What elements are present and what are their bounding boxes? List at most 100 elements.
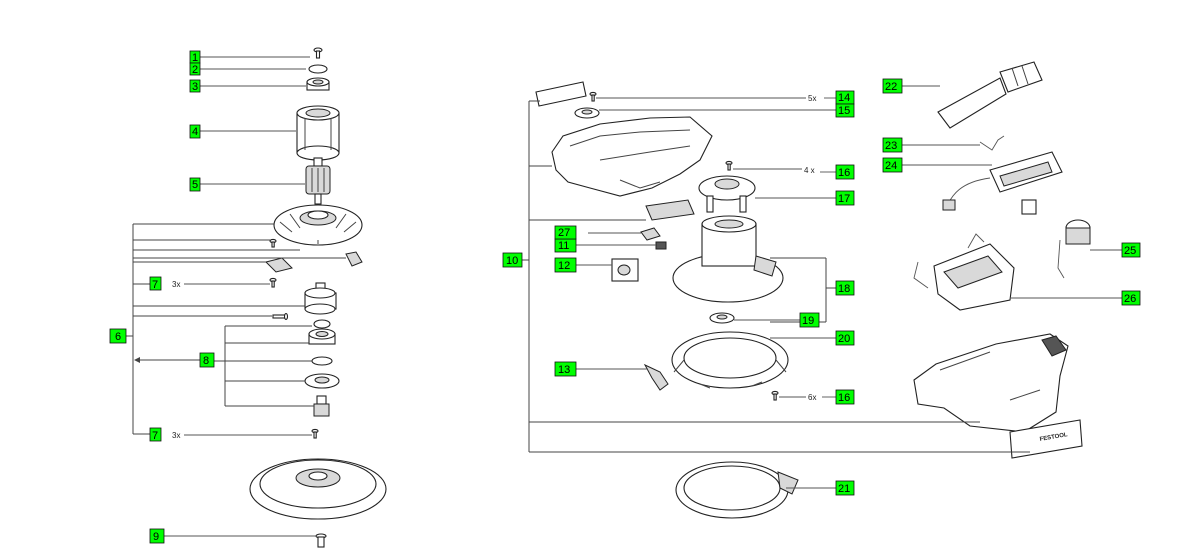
callout-1: 1 [189,50,201,64]
svg-text:16: 16 [838,392,850,404]
svg-text:22: 22 [885,81,897,93]
fan-disc [273,204,363,246]
eccentric-hub [304,282,337,315]
svg-text:8: 8 [203,355,209,367]
callout-4: 4 [189,124,201,139]
part-22-cable-sleeve [937,61,1043,129]
qty-16a: 4 x [804,166,815,175]
washer-8 [311,356,333,366]
part-26-switch-module [913,233,1015,311]
callout-27: 27 [554,225,577,240]
callout-10: 10 [502,252,523,268]
callout-9: 9 [149,528,165,544]
callout-2: 2 [189,62,201,76]
part-5-rotor [305,157,331,205]
right-assembly: FESTOOL [913,61,1091,459]
callout-24: 24 [882,157,903,173]
upper-housing [551,116,713,197]
quantity-labels: 3x 3x 5x 4 x 6x [172,94,816,440]
svg-text:20: 20 [838,333,850,345]
callout-20: 20 [835,330,855,346]
brand-label: FESTOOL [1039,432,1068,443]
part-13-lever [643,363,669,391]
svg-text:27: 27 [558,227,570,239]
screw-7a [269,277,277,288]
svg-text:10: 10 [506,255,518,267]
part-11-spring [655,241,667,250]
seal-ring [313,319,331,329]
callout-16b: 16 [835,389,855,405]
part-18-motor-housing [672,215,784,303]
callouts: 1 2 3 4 5 6 7 7 8 9 10 11 12 13 14 15 16… [109,50,1141,544]
part-3-bearing [306,77,330,91]
part-23-wire [979,135,1005,151]
part-20-base-frame [671,331,789,389]
part-1-screw [313,47,323,59]
callout-25: 25 [1121,242,1141,258]
callout-6: 6 [109,328,127,344]
callout-12: 12 [554,257,577,273]
svg-text:4: 4 [192,126,198,138]
svg-text:14: 14 [838,92,850,104]
svg-text:7: 7 [152,279,158,291]
qty-7b: 3x [172,431,180,440]
svg-text:2: 2 [192,64,198,76]
part-17-housing [698,175,756,213]
part-15-cap [574,107,600,119]
callout-17: 17 [835,190,855,206]
part-27-block [640,227,661,241]
svg-text:23: 23 [885,140,897,152]
part-2-washer [308,64,328,74]
svg-text:13: 13 [558,364,570,376]
callout-15: 15 [835,103,855,118]
screw-16-lower [771,390,779,401]
svg-text:3: 3 [192,81,198,93]
svg-text:7: 7 [152,430,158,442]
callout-23: 23 [882,137,903,153]
screw-7b [311,428,319,439]
left-assembly [249,47,387,548]
callout-7b: 7 [149,427,162,442]
svg-text:26: 26 [1124,293,1136,305]
sanding-pad [249,458,387,520]
svg-text:1: 1 [192,52,198,64]
callout-8: 8 [199,352,215,368]
callout-18: 18 [835,280,855,296]
callout-11: 11 [554,238,577,253]
clip-right [345,251,363,267]
svg-text:16: 16 [838,167,850,179]
svg-text:5: 5 [192,179,198,191]
callout-5: 5 [189,177,201,192]
svg-text:12: 12 [558,260,570,272]
shaft-8 [313,395,330,417]
svg-text:6: 6 [115,331,121,343]
callout-7a: 7 [149,276,162,291]
clip-left [265,257,293,273]
bearing-8 [308,328,336,345]
part-25-plug [1057,219,1091,279]
svg-text:9: 9 [153,531,159,543]
leader-lines [126,56,1122,537]
flange-8 [304,373,340,389]
qty-14: 5x [808,94,816,103]
callout-22: 22 [882,78,903,94]
middle-assembly [535,81,799,519]
callout-14: 14 [835,90,855,105]
svg-text:21: 21 [838,483,850,495]
svg-text:15: 15 [838,105,850,117]
part-4-stator [296,105,340,161]
callout-21: 21 [835,480,855,496]
gasket-sheet [645,199,695,221]
qty-16b: 6x [808,393,816,402]
callout-16a: 16 [835,164,855,180]
svg-text:24: 24 [885,160,897,172]
callout-3: 3 [189,79,201,93]
svg-text:19: 19 [802,315,814,327]
callout-13: 13 [554,361,577,377]
qty-7a: 3x [172,280,180,289]
part-12-switch [611,258,639,282]
part-9-screw [315,533,327,548]
svg-text:18: 18 [838,283,850,295]
part-21-skirt-ring [675,461,799,519]
